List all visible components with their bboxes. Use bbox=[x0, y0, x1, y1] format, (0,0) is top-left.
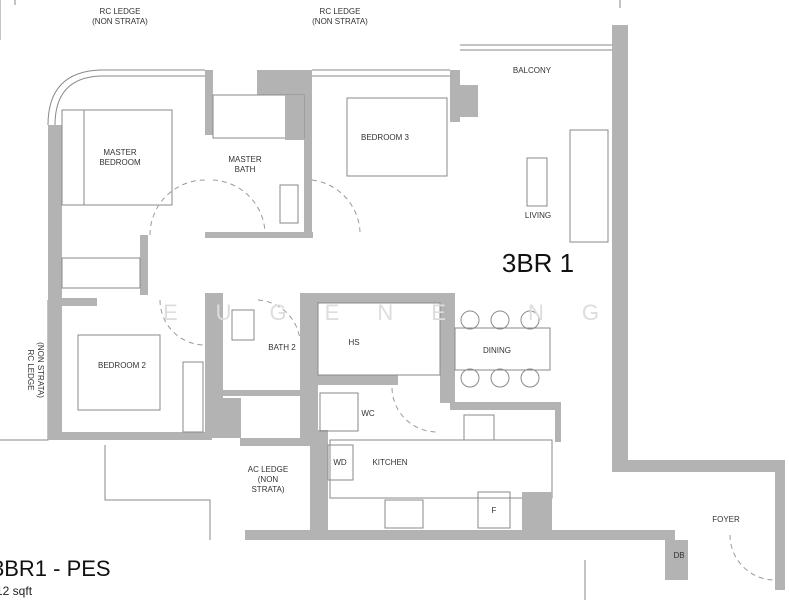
fridge-label: F bbox=[492, 506, 497, 515]
master-bedroom-label: MASTER bbox=[103, 148, 137, 157]
rc-ledge-sublabel: (NON STRATA) bbox=[36, 342, 45, 398]
wd-label: WD bbox=[333, 458, 347, 467]
bedroom2-label: BEDROOM 2 bbox=[98, 361, 147, 370]
master-bath-label-2: BATH bbox=[235, 165, 256, 174]
plan-title: 3BR1 - PES bbox=[0, 556, 111, 581]
hs-label: HS bbox=[348, 338, 359, 347]
db-label: DB bbox=[673, 551, 684, 560]
rc-ledge-label: RC LEDGE bbox=[100, 7, 141, 16]
rc-ledge-sublabel: (NON STRATA) bbox=[312, 17, 368, 26]
rc-ledge-label: RC LEDGE bbox=[26, 350, 35, 391]
watermark: EUGENE NG bbox=[163, 300, 637, 325]
kitchen-label: KITCHEN bbox=[372, 458, 407, 467]
door-swings bbox=[149, 179, 776, 581]
master-bedroom-label-2: BEDROOM bbox=[99, 158, 141, 167]
ac-ledge-label-2: (NON bbox=[258, 475, 279, 484]
rc-ledge-label: RC LEDGE bbox=[320, 7, 361, 16]
ac-ledge-label: AC LEDGE bbox=[248, 465, 288, 474]
bath2-label: BATH 2 bbox=[268, 343, 296, 352]
rc-ledge-sublabel: (NON STRATA) bbox=[92, 17, 148, 26]
wc-label: WC bbox=[361, 409, 375, 418]
living-label: LIVING bbox=[525, 211, 551, 220]
balcony-label: BALCONY bbox=[513, 66, 552, 75]
foyer-label: FOYER bbox=[712, 515, 740, 524]
bedroom3-label: BEDROOM 3 bbox=[361, 133, 410, 142]
unit-type-label: 3BR 1 bbox=[502, 248, 574, 278]
fixtures bbox=[61, 85, 688, 580]
plan-area: 12 sqft bbox=[0, 584, 33, 598]
dining-label: DINING bbox=[483, 346, 511, 355]
master-bath-label: MASTER bbox=[228, 155, 262, 164]
ac-ledge-label-3: STRATA) bbox=[251, 485, 284, 494]
